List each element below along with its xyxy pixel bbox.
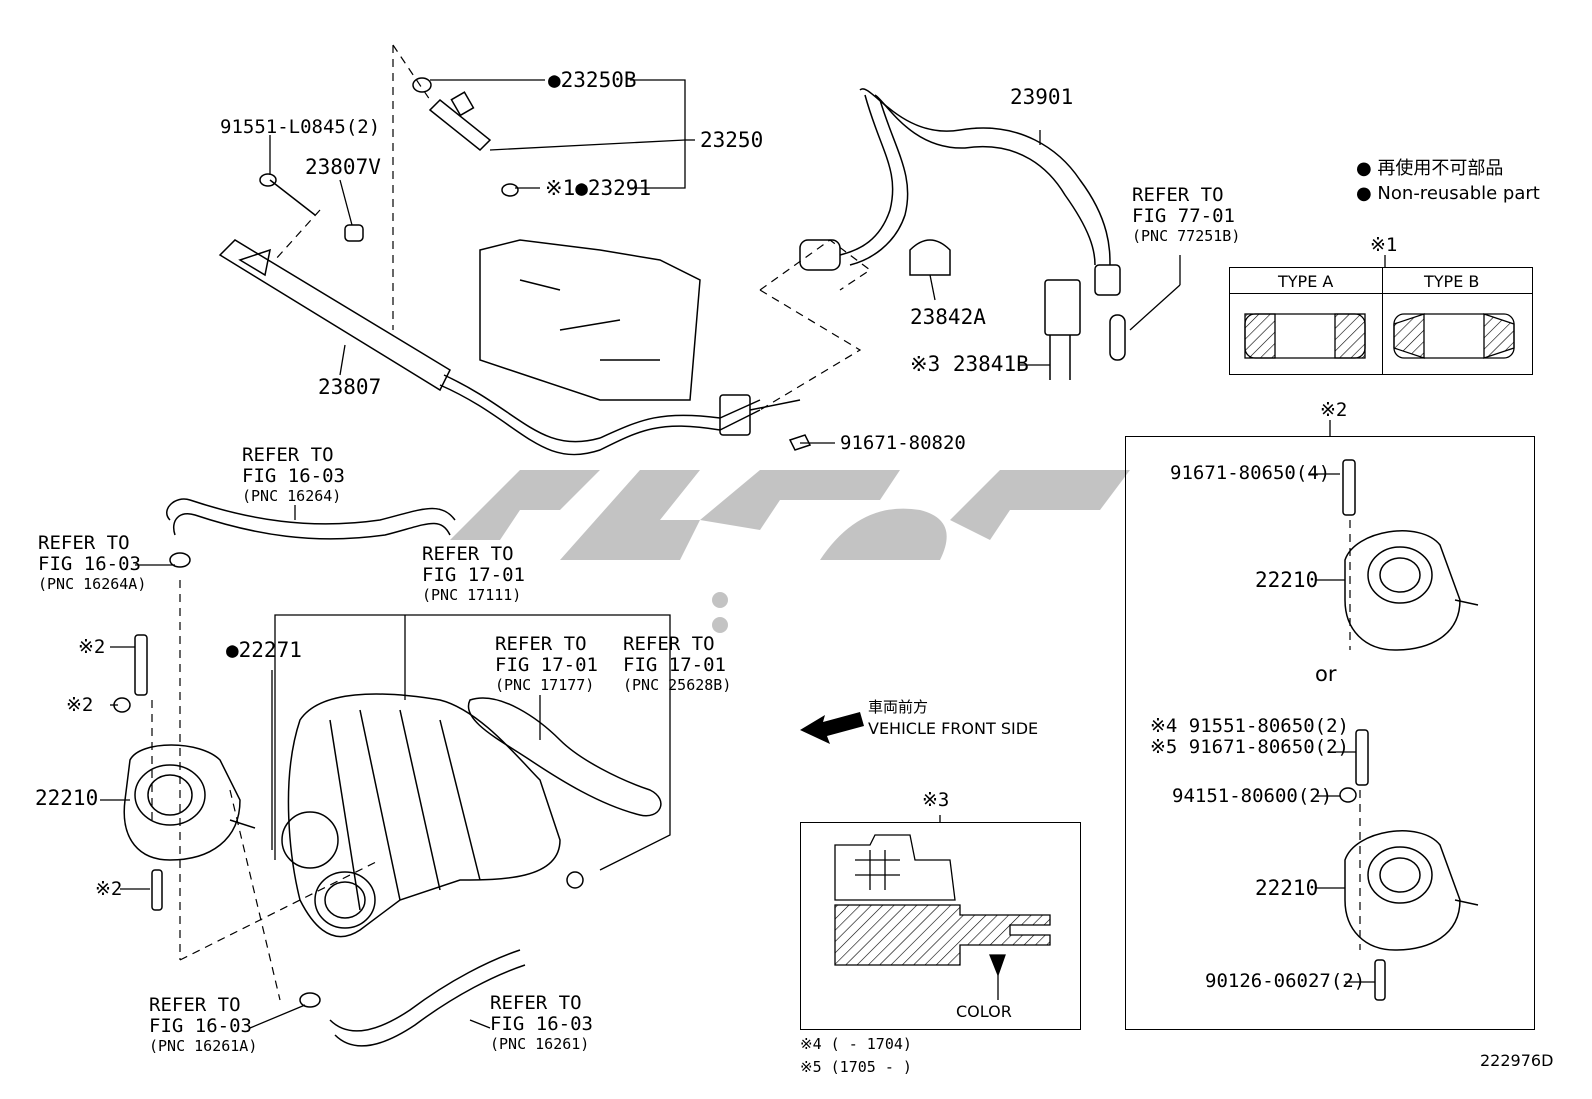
type-b-label: TYPE B <box>1424 272 1480 291</box>
part-23841B: ※3 23841B <box>910 352 1029 376</box>
vehicle-front-arrow <box>800 712 864 744</box>
stud-90126-06027: 90126-06027(2) <box>1205 970 1366 992</box>
mark-2-nut: ※2 <box>66 694 94 716</box>
type-samples <box>1244 313 1515 359</box>
part-22210-type2: 22210 <box>1255 876 1319 900</box>
bolt-91671-80650-4: 91671-80650(4) <box>1170 462 1331 484</box>
part-91671-80820: 91671-80820 <box>840 432 966 454</box>
throttle-body-right <box>1339 459 1479 1001</box>
fuel-hose-23901 <box>799 88 1126 380</box>
part-22271: ●22271 <box>226 638 302 662</box>
type-a-label: TYPE A <box>1278 272 1334 291</box>
connector-box-mark: ※3 <box>922 789 950 811</box>
connector-box: COLOR <box>800 822 1081 1030</box>
or-label: or <box>1315 662 1337 686</box>
footnote-5: ※5 (1705 - ) <box>800 1058 912 1076</box>
right-box-mark: ※2 <box>1320 399 1348 421</box>
part-23250B: ●23250B <box>548 68 637 92</box>
part-23807V: 23807V <box>305 155 381 179</box>
dashed-guides <box>151 44 1361 1001</box>
mark-2-bolt: ※2 <box>78 636 106 658</box>
footnote-4: ※4 ( - 1704) <box>800 1035 912 1053</box>
legend-en: ● Non-reusable part <box>1356 183 1540 204</box>
bolt-91551-80650: ※4 91551-80650(2) <box>1150 715 1349 737</box>
nut-94151-80600: 94151-80600(2) <box>1172 785 1333 807</box>
part-91551-L0845: 91551-L0845(2) <box>220 116 381 138</box>
leader-lines <box>100 79 1386 1029</box>
type-box: TYPE A TYPE B <box>1229 267 1533 375</box>
mark-2-stud: ※2 <box>95 878 123 900</box>
vehicle-front-en: VEHICLE FRONT SIDE <box>868 719 1039 738</box>
figure-code: 222976D <box>1480 1051 1554 1070</box>
type-box-mark: ※1 <box>1370 234 1398 256</box>
part-22210-type1: 22210 <box>1255 568 1319 592</box>
throttle-options-box <box>1125 436 1535 1030</box>
bolt-91671-80650-2: ※5 91671-80650(2) <box>1150 736 1349 758</box>
part-23807: 23807 <box>318 375 382 399</box>
color-label: COLOR <box>956 1002 1012 1021</box>
connector-illustration <box>834 834 1051 1000</box>
watermark-logo <box>450 470 1130 633</box>
legend-jp: ● 再使用不可部品 <box>1356 158 1504 179</box>
vehicle-front-jp: 車両前方 <box>868 698 929 716</box>
fuel-rail-illustration <box>218 77 812 456</box>
part-23291: ※1●23291 <box>545 176 652 200</box>
part-23901: 23901 <box>1010 85 1074 109</box>
part-23842A: 23842A <box>910 305 986 329</box>
throttle-body-left <box>113 498 526 1047</box>
part-23250: 23250 <box>700 128 764 152</box>
intake-manifold-illustration <box>281 693 662 938</box>
part-22210-left: 22210 <box>35 786 99 810</box>
